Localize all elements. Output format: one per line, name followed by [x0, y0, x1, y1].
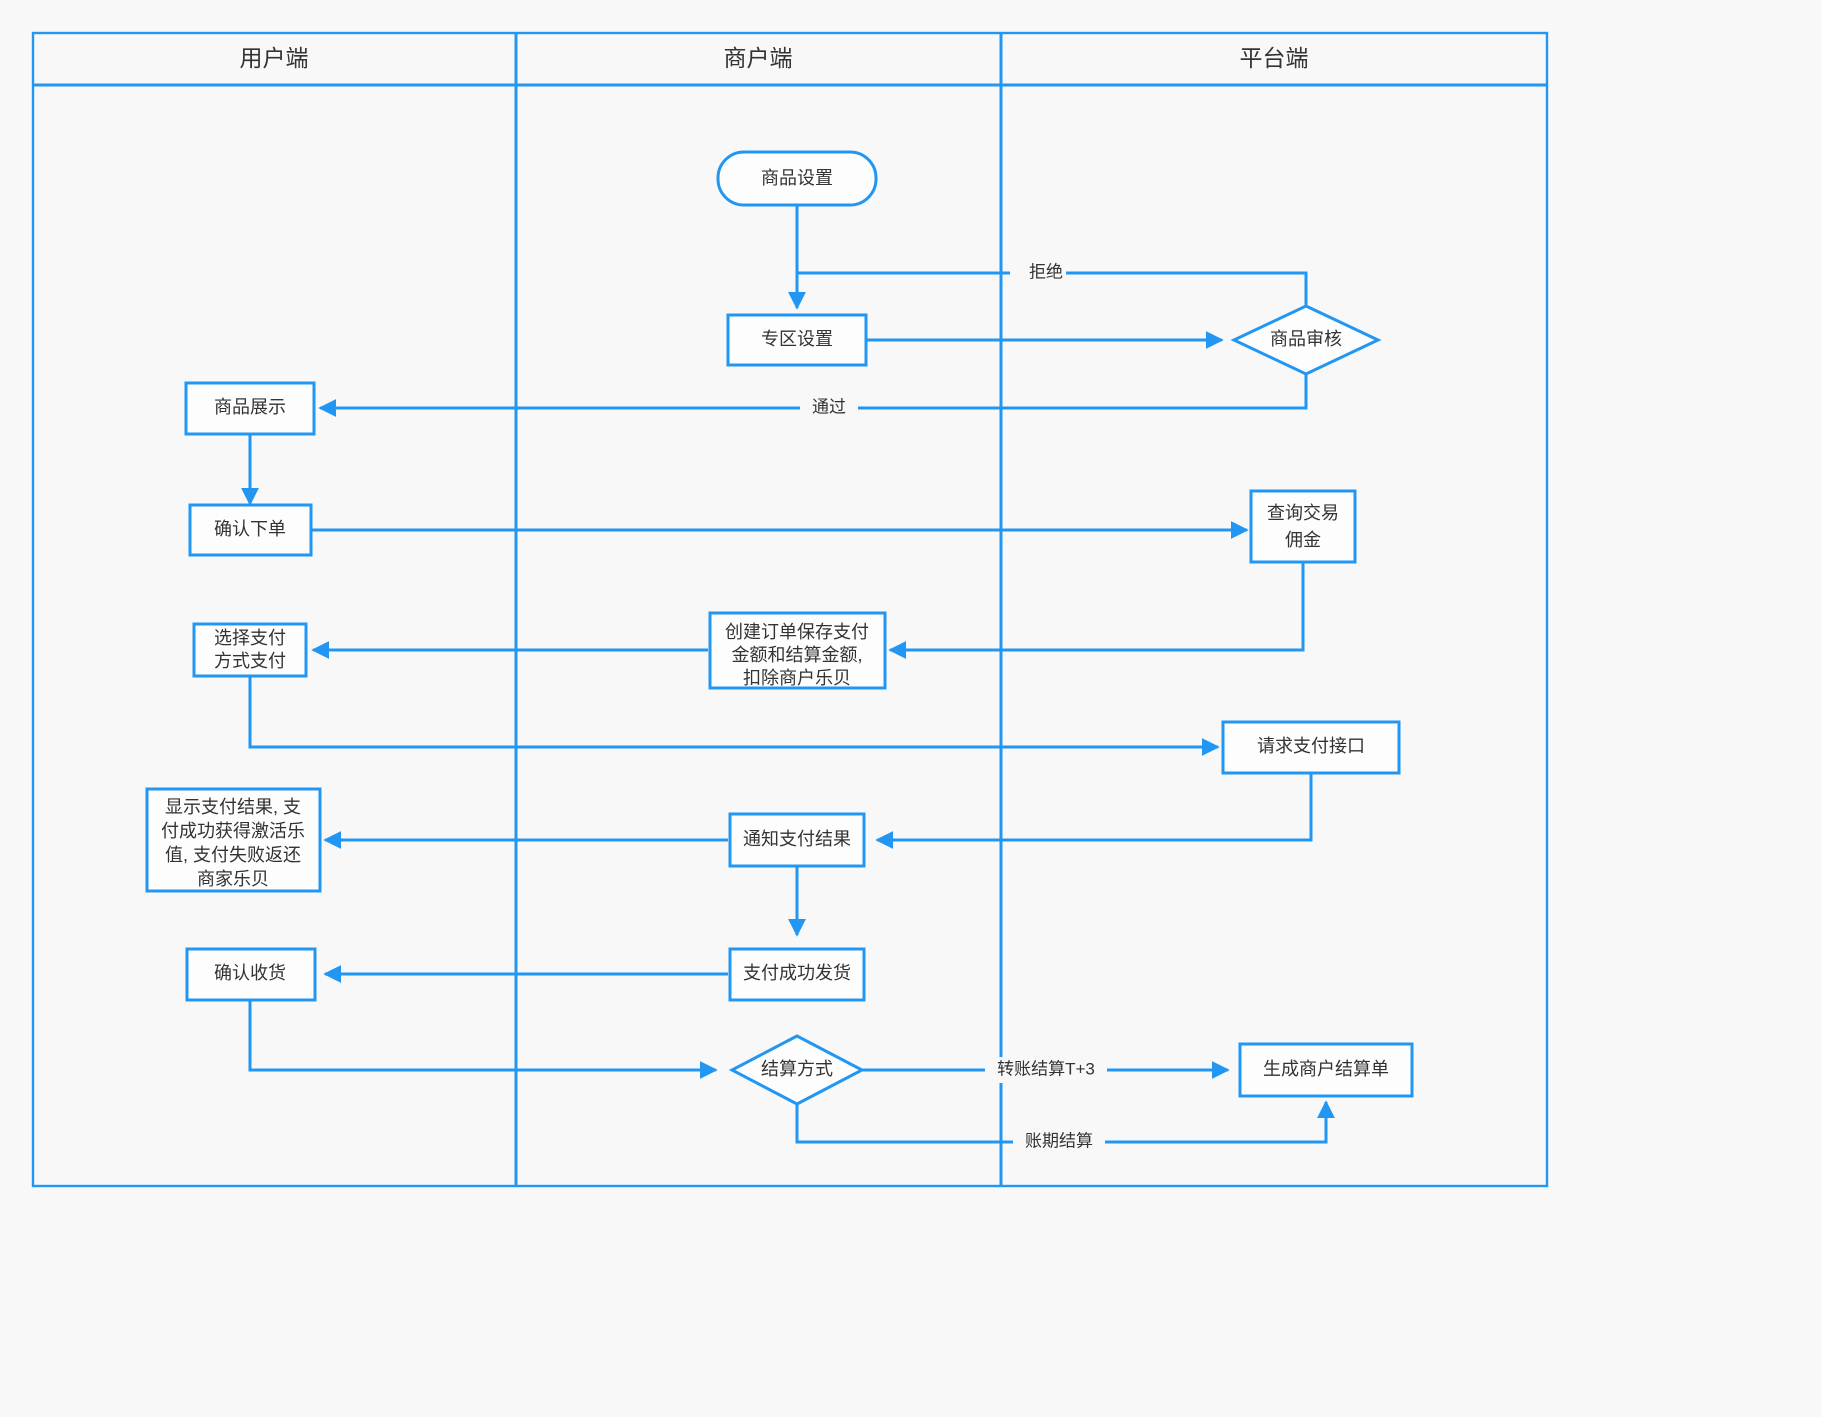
node-notify-pay-result-shape[interactable] — [728, 812, 866, 868]
node-settle-method[interactable]: 结算方式 — [728, 1034, 866, 1106]
node-request-pay-api[interactable]: 请求支付接口 — [1221, 720, 1401, 775]
node-ship-on-success[interactable]: 支付成功发货 — [728, 947, 866, 1002]
node-zone-setting-label: 专区设置 — [761, 329, 833, 349]
node-choose-pay-shape[interactable] — [192, 622, 308, 678]
node-query-commission[interactable]: 查询交易 佣金 — [1249, 489, 1357, 564]
edge-label-bg-transfer — [985, 1057, 1107, 1083]
node-product-setting-label: 商品设置 — [761, 168, 833, 188]
node-create-order-label-line3: 扣除商户乐贝 — [743, 668, 851, 688]
node-show-pay-result-label-line1: 显示支付结果, 支 — [165, 797, 301, 817]
node-gen-settlement-shape[interactable] — [1238, 1042, 1414, 1098]
node-notify-pay-result[interactable]: 通知支付结果 — [728, 812, 866, 868]
node-create-order-label-line2: 金额和结算金额, — [731, 645, 862, 665]
node-choose-pay[interactable]: 选择支付 方式支付 — [192, 622, 308, 678]
node-confirm-receipt[interactable]: 确认收货 — [185, 947, 317, 1002]
node-zone-setting-shape[interactable] — [726, 313, 868, 367]
node-create-order[interactable]: 创建订单保存支付 金额和结算金额, 扣除商户乐贝 — [708, 611, 887, 690]
lane-title-user: 用户端 — [240, 45, 309, 71]
node-confirm-receipt-label: 确认收货 — [214, 963, 286, 983]
node-product-display-label: 商品展示 — [214, 397, 286, 417]
edge-payapi-to-notify — [875, 773, 1313, 849]
node-show-pay-result-label-line2: 付成功获得激活乐 — [161, 821, 305, 841]
edge-label-bg-reject — [1010, 260, 1066, 286]
node-notify-pay-result-label: 通知支付结果 — [743, 829, 851, 849]
edge-labels-layer: 拒绝 通过 转账结算T+3 账期结算 — [800, 260, 1107, 1155]
node-product-review[interactable]: 商品审核 — [1230, 304, 1382, 376]
node-show-pay-result-label-line4: 商家乐贝 — [197, 869, 269, 889]
node-create-order-label-line1: 创建订单保存支付 — [725, 622, 869, 642]
edge-label-transfer-settlement: 转账结算T+3 — [997, 1059, 1095, 1078]
node-query-commission-label-line1: 查询交易 — [1267, 503, 1339, 523]
node-confirm-order[interactable]: 确认下单 — [188, 503, 313, 557]
node-query-commission-label-line2: 佣金 — [1285, 530, 1321, 550]
node-settle-method-shape[interactable] — [728, 1034, 866, 1106]
node-ship-on-success-label: 支付成功发货 — [743, 963, 851, 983]
edge-commission-to-create — [888, 562, 1305, 659]
swimlane-outer-border — [31, 31, 1549, 1188]
edge-review-pass — [318, 367, 1308, 417]
node-product-display-shape[interactable] — [184, 381, 316, 436]
edge-choosepay-to-payapi — [248, 676, 1220, 756]
edge-label-reject: 拒绝 — [1029, 262, 1063, 281]
node-show-pay-result-label-line3: 值, 支付失败返还 — [165, 845, 301, 865]
node-confirm-order-label: 确认下单 — [214, 519, 286, 539]
node-confirm-receipt-shape[interactable] — [185, 947, 317, 1002]
node-request-pay-api-shape[interactable] — [1221, 720, 1401, 775]
edge-label-period-settlement: 账期结算 — [1025, 1131, 1093, 1150]
swimlane-headers: 用户端 商户端 平台端 — [240, 45, 1309, 71]
edge-label-bg-period — [1013, 1129, 1105, 1155]
node-confirm-order-shape[interactable] — [188, 503, 313, 557]
node-choose-pay-label-line1: 选择支付 — [214, 628, 286, 648]
edge-review-reject — [797, 271, 1308, 314]
node-settle-method-label: 结算方式 — [761, 1059, 833, 1079]
node-choose-pay-label-line2: 方式支付 — [214, 651, 286, 671]
edge-receipt-to-settlemethod — [248, 1000, 718, 1079]
node-show-pay-result-shape[interactable] — [145, 787, 322, 893]
swimlane-frame — [31, 31, 1549, 1188]
node-show-pay-result[interactable]: 显示支付结果, 支 付成功获得激活乐 值, 支付失败返还 商家乐贝 — [145, 787, 322, 893]
node-product-review-label: 商品审核 — [1270, 329, 1342, 349]
node-product-review-shape[interactable] — [1230, 304, 1382, 376]
node-gen-settlement[interactable]: 生成商户结算单 — [1238, 1042, 1414, 1098]
node-gen-settlement-label: 生成商户结算单 — [1263, 1059, 1389, 1079]
node-request-pay-api-label: 请求支付接口 — [1257, 736, 1365, 756]
lane-title-merchant: 商户端 — [724, 45, 793, 71]
edge-label-pass: 通过 — [812, 397, 846, 416]
node-ship-on-success-shape[interactable] — [728, 947, 866, 1002]
node-query-commission-shape[interactable] — [1249, 489, 1357, 564]
node-product-setting-shape[interactable] — [716, 150, 878, 207]
edge-label-bg-pass — [800, 395, 858, 421]
node-create-order-shape[interactable] — [708, 611, 887, 690]
node-zone-setting[interactable]: 专区设置 — [726, 313, 868, 367]
node-product-display[interactable]: 商品展示 — [184, 381, 316, 436]
lane-title-platform: 平台端 — [1240, 45, 1309, 71]
node-product-setting[interactable]: 商品设置 — [716, 150, 878, 207]
